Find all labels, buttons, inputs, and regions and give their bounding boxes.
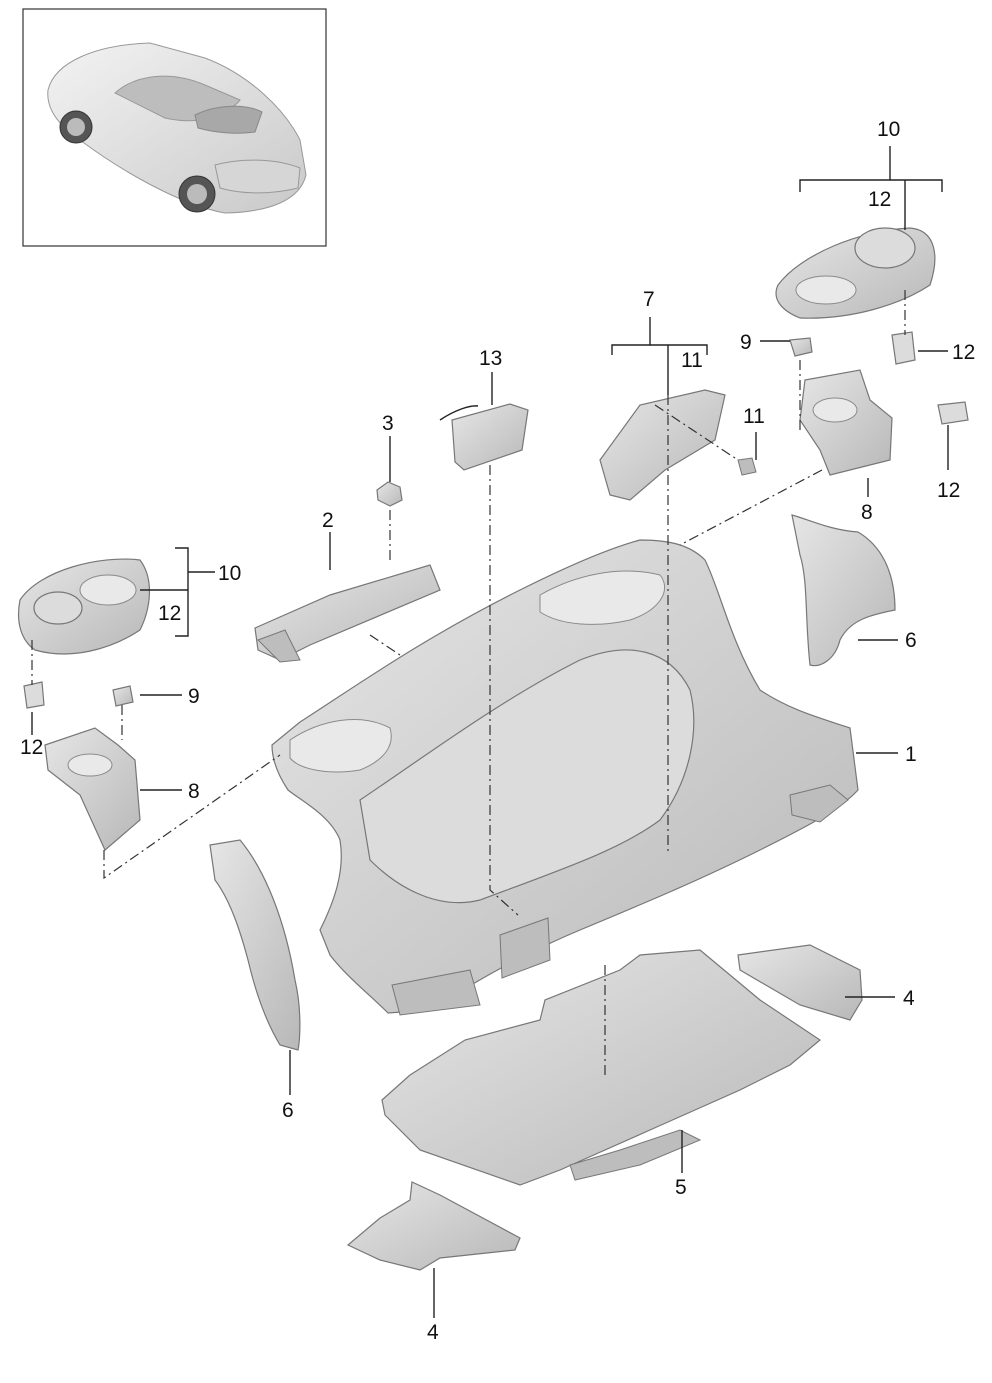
part-bracket-7 — [599, 389, 757, 501]
part-luggage-lining — [271, 539, 859, 1016]
callout-11-small: 11 — [743, 405, 765, 428]
part-panel-4-right — [737, 944, 863, 1021]
callout-6-right: 6 — [905, 629, 917, 652]
callout-12-top: 12 — [868, 188, 891, 211]
leader-lines — [31, 146, 949, 1318]
callout-3: 3 — [382, 412, 394, 435]
callout-12-left: 12 — [20, 736, 43, 759]
part-holder-8-left — [23, 681, 141, 851]
part-side-trim-6-right — [791, 514, 896, 667]
callout-4-right: 4 — [903, 987, 915, 1010]
part-holder-8-right — [789, 331, 969, 476]
callout-12-right: 12 — [937, 479, 960, 502]
part-nut-3 — [376, 481, 403, 507]
callout-11-top: 11 — [681, 349, 703, 372]
callout-6-left: 6 — [282, 1099, 294, 1122]
callout-13: 13 — [479, 347, 502, 370]
callouts: 1 2 3 4 4 5 6 6 7 8 8 9 9 10 10 11 11 12… — [20, 118, 975, 1344]
callout-7: 7 — [643, 288, 655, 311]
assembly-lines — [31, 290, 906, 1075]
part-floor-panel-5 — [381, 949, 822, 1186]
callout-8-left: 8 — [188, 780, 200, 803]
part-panel-4-bottom — [346, 1181, 521, 1271]
callout-9-right: 9 — [740, 331, 752, 354]
callout-1: 1 — [905, 743, 917, 766]
callout-8-right: 8 — [861, 501, 873, 524]
part-cup-tray-10-right — [775, 227, 936, 319]
callout-12-clip: 12 — [952, 341, 975, 364]
part-side-trim-6-left — [209, 839, 301, 1051]
callout-5: 5 — [675, 1176, 687, 1199]
callout-4-bottom: 4 — [427, 1321, 439, 1344]
callout-9-left: 9 — [188, 685, 200, 708]
callout-10-left: 10 — [218, 562, 241, 585]
part-module-13 — [439, 403, 529, 471]
part-cup-tray-10-left — [17, 558, 151, 655]
callout-12-left-bracket: 12 — [158, 602, 181, 625]
vehicle-thumbnail — [22, 8, 327, 247]
callout-2: 2 — [322, 509, 334, 532]
callout-10-right: 10 — [877, 118, 900, 141]
car-illustration — [47, 42, 307, 214]
part-cover-2 — [254, 564, 441, 663]
